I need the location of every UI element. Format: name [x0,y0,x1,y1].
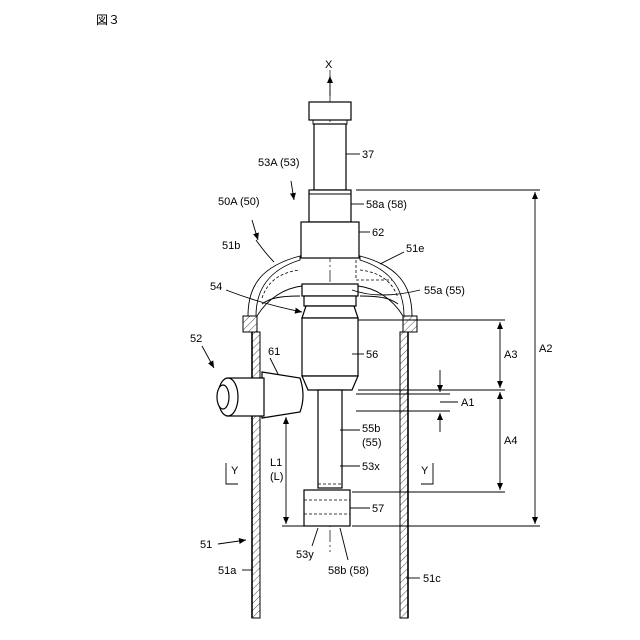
label-53A: 53A (53) [258,157,300,169]
shaft-53-lower [302,284,358,526]
label-54: 54 [210,281,222,293]
label-58a: 58a (58) [366,199,407,211]
label-L: (L) [270,471,283,483]
label-52: 52 [190,333,202,345]
label-55b: 55b [362,423,380,435]
label-A2: A2 [539,343,552,355]
label-51: 51 [200,539,212,551]
label-A1: A1 [461,397,474,409]
axis-label-x: X [325,59,333,71]
label-51e: 51e [406,243,424,255]
label-51b: 51b [222,240,240,252]
label-51c: 51c [423,573,441,585]
label-55-paren: (55) [362,437,382,449]
side-port-52 [217,372,303,418]
label-55a: 55a (55) [424,285,465,297]
label-50A: 50A (50) [218,196,260,208]
figure-title: 図３ [96,13,120,27]
reference-labels: 37 53A (53) 58a (58) 50A (50) 62 51e 51b… [190,149,552,585]
label-58b: 58b (58) [328,565,369,577]
label-Y-right: Y [421,465,429,477]
label-51a: 51a [218,565,237,577]
label-37: 37 [362,149,374,161]
label-L1: L1 [270,457,282,469]
shaft-53-upper [301,102,359,258]
label-62: 62 [372,227,384,239]
label-61: 61 [268,346,280,358]
label-53x: 53x [362,461,380,473]
label-A4: A4 [504,435,517,447]
label-Y-left: Y [231,465,239,477]
label-57: 57 [372,503,384,515]
label-A3: A3 [504,349,517,361]
label-53y: 53y [296,549,314,561]
label-56: 56 [366,349,378,361]
